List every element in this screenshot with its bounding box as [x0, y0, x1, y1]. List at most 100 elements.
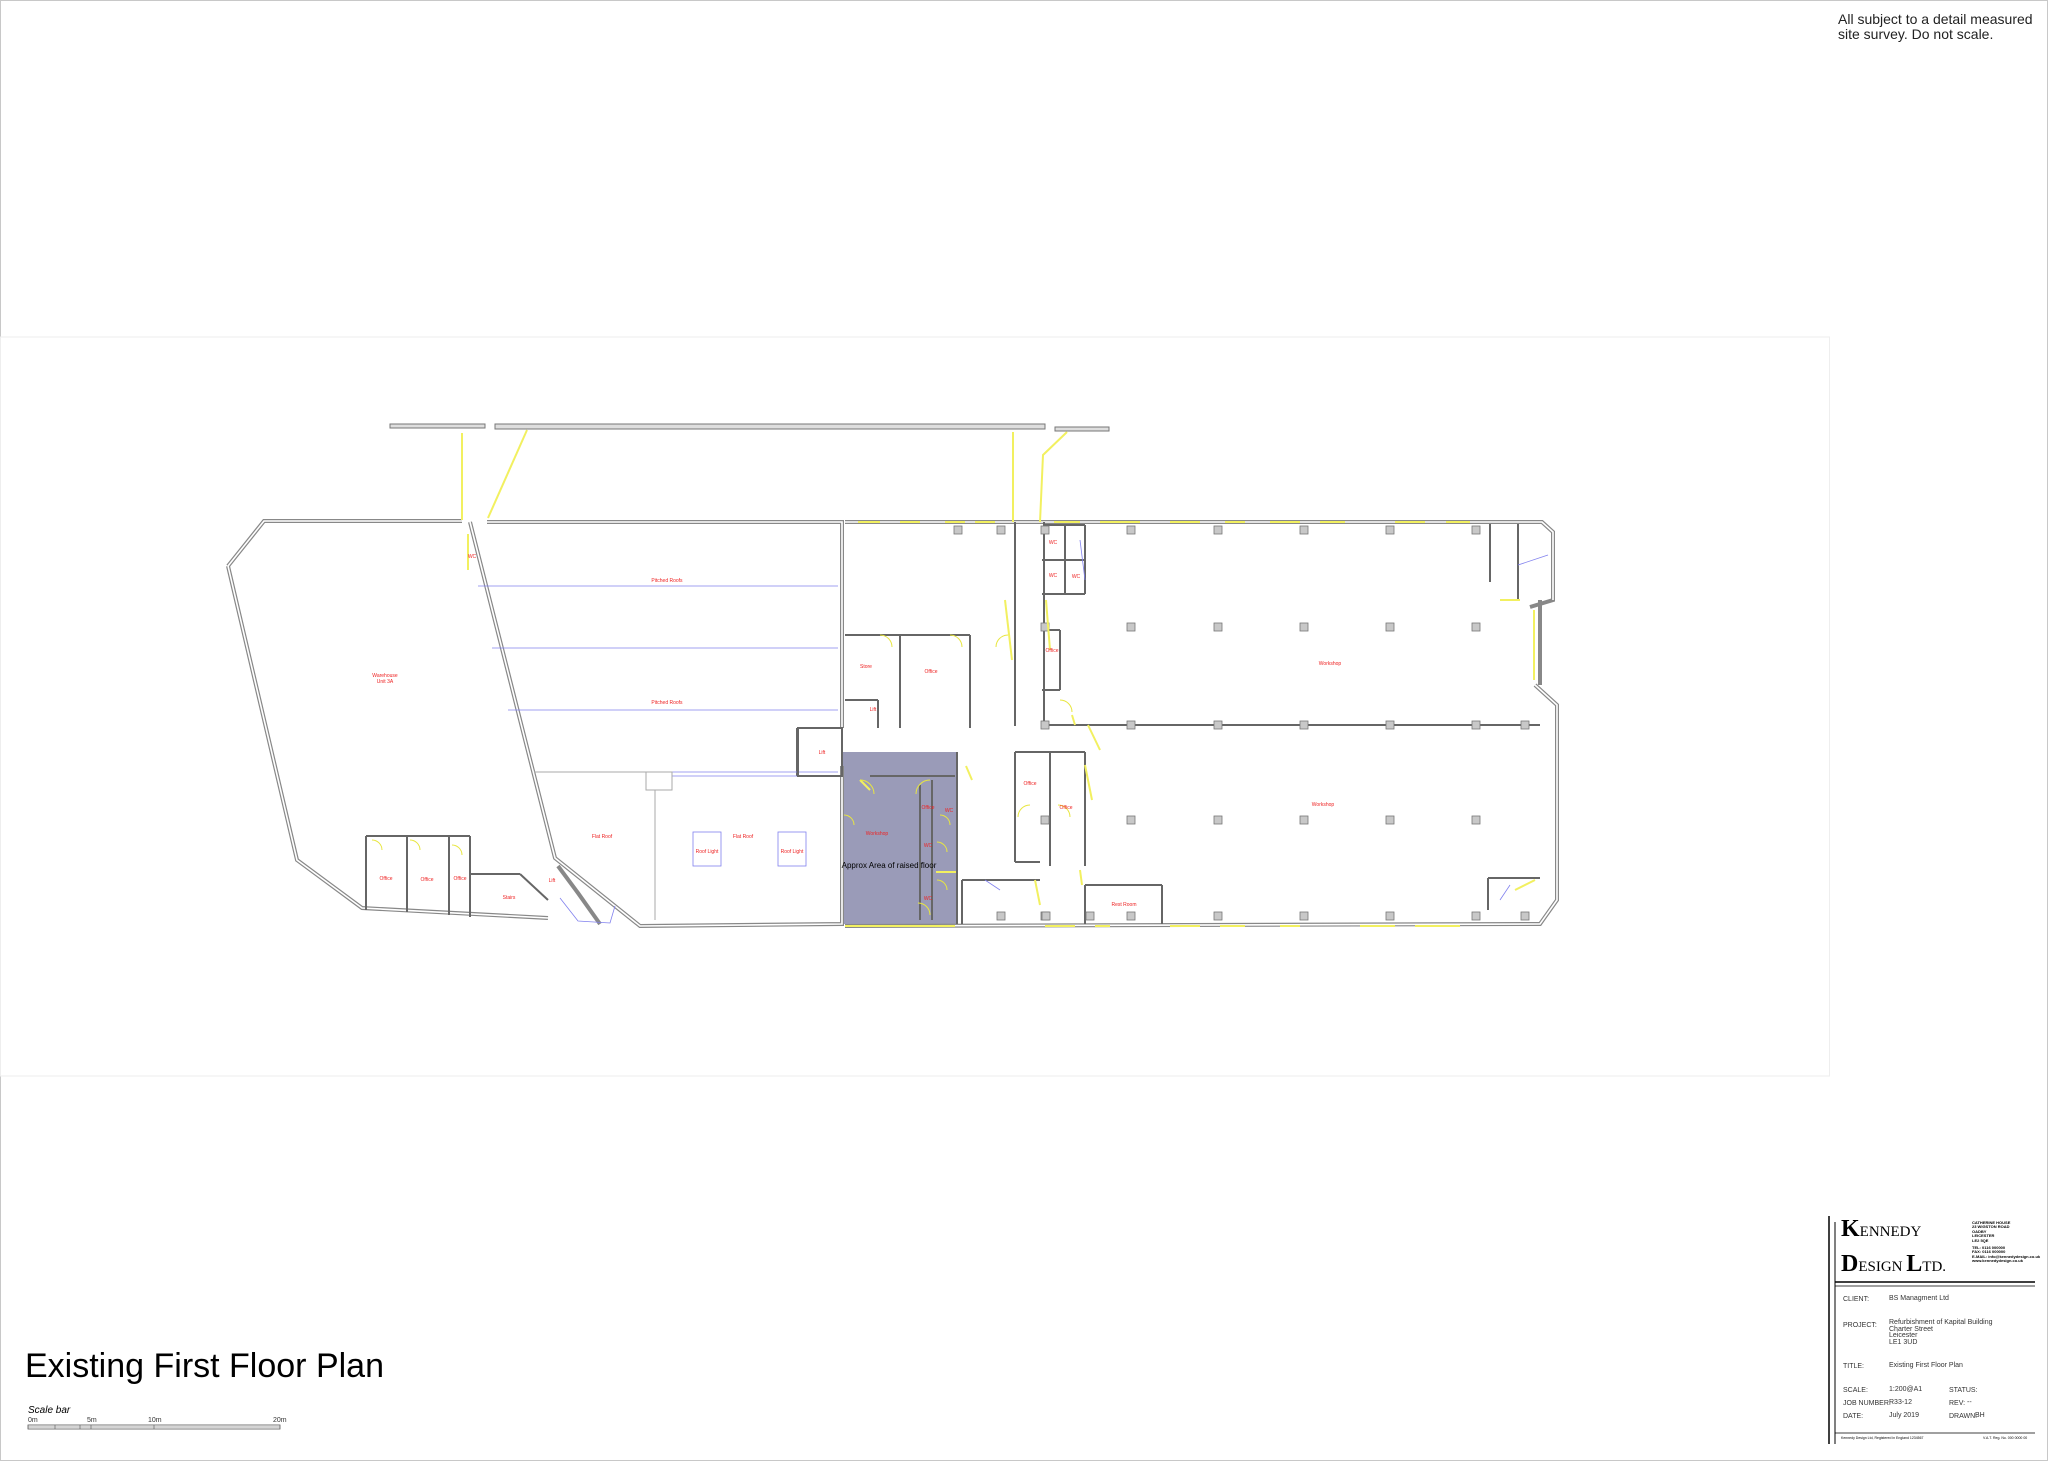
scale-tick-label: 5m	[87, 1417, 97, 1424]
structural-column	[996, 911, 1006, 921]
project-label: PROJECT:	[1843, 1322, 1877, 1329]
drawn-label: DRAWN:	[1949, 1413, 1978, 1420]
job-number-value: R33-12	[1889, 1399, 1912, 1406]
room-label-office: Office	[421, 877, 434, 883]
structural-column	[1213, 525, 1223, 535]
room-label-office: Office	[1046, 648, 1059, 654]
room-label-roof-light: Roof Light	[781, 849, 804, 855]
room-label-office: Office	[1024, 781, 1037, 787]
structural-column	[1040, 720, 1050, 730]
room-label-store: Store	[860, 664, 872, 670]
scale-label: SCALE:	[1843, 1387, 1868, 1394]
scale-value: 1:200@A1	[1889, 1386, 1923, 1393]
scale-tick-label: 10m	[148, 1417, 162, 1424]
date-value: July 2019	[1889, 1412, 1919, 1419]
room-label-wc: WC	[1049, 540, 1058, 546]
door-swings	[371, 634, 1073, 916]
room-label-wc: WC	[1049, 573, 1058, 579]
title-label: TITLE:	[1843, 1363, 1865, 1370]
structural-column	[1520, 911, 1530, 921]
structural-column	[1126, 622, 1136, 632]
room-label-rest-room: Rest Room	[1111, 902, 1136, 908]
room-label-pitched-roofs: Pitched Roofs	[651, 700, 683, 706]
room-label-wc: WC	[1072, 574, 1081, 580]
job-number-label: JOB NUMBER:	[1843, 1400, 1891, 1407]
room-label-lift: Lift	[819, 750, 826, 756]
room-label-office: Office	[1060, 805, 1073, 811]
structural-column	[1385, 622, 1395, 632]
structural-column	[1126, 720, 1136, 730]
structural-column	[953, 525, 963, 535]
room-label-office: Office	[454, 876, 467, 882]
room-label-wc: WC	[468, 554, 477, 560]
room-label-office: Office	[925, 669, 938, 675]
structural-column	[1471, 622, 1481, 632]
structural-column	[1520, 720, 1530, 730]
room-label-stairs: Stairs	[503, 895, 516, 901]
structural-column	[1299, 720, 1309, 730]
structural-column	[1213, 911, 1223, 921]
client-value: BS Managment Ltd	[1889, 1295, 1949, 1302]
vat-note: V.A.T. Reg. No. 000 0000 00	[1983, 1436, 2028, 1440]
company-logo: DESIGN LTD.	[1841, 1251, 1947, 1277]
rev-label: REV:	[1949, 1400, 1966, 1407]
structural-column	[1213, 720, 1223, 730]
structural-column	[1040, 525, 1050, 535]
structural-column	[1126, 815, 1136, 825]
scale-tick-label: 20m	[273, 1417, 287, 1424]
room-label-roof-light: Roof Light	[696, 849, 719, 855]
structural-column	[1385, 525, 1395, 535]
title-block-frame	[1828, 1216, 2035, 1444]
site-survey-note: All subject to a detail measured site su…	[1838, 11, 2033, 42]
room-label-workshop: Workshop	[1312, 802, 1335, 808]
room-label-workshop: Workshop	[1319, 661, 1342, 667]
scale-tick-label: 0m	[28, 1417, 38, 1424]
room-label-lift: Lift	[549, 878, 556, 884]
room-label-office: Office	[380, 876, 393, 882]
structural-column	[1126, 525, 1136, 535]
structural-column	[996, 525, 1006, 535]
room-label-wc: WC	[945, 808, 954, 814]
structural-column	[1471, 911, 1481, 921]
roof-outline	[534, 727, 843, 920]
structural-column	[1041, 911, 1051, 921]
viewport-frame	[0, 336, 1830, 1077]
structural-column	[1471, 720, 1481, 730]
structural-column	[1299, 622, 1309, 632]
structural-column	[1213, 622, 1223, 632]
scale-bar	[27, 1424, 281, 1430]
structural-column	[1213, 815, 1223, 825]
raised-floor-area	[843, 752, 957, 924]
plan-title: Existing First Floor Plan	[25, 1347, 384, 1385]
room-label-workshop: Workshop	[866, 831, 889, 837]
room-label-flat-roof: Flat Roof	[592, 834, 613, 840]
structural-column	[1126, 911, 1136, 921]
structural-column	[1085, 911, 1095, 921]
room-label-pitched-roofs: Pitched Roofs	[651, 578, 683, 584]
structural-column	[1471, 815, 1481, 825]
rev-value: --	[1967, 1399, 1972, 1406]
structural-column	[1385, 720, 1395, 730]
roof-lines	[478, 539, 1549, 924]
company-logo: KENNEDY	[1841, 1216, 1922, 1242]
scale-bar-caption: Scale bar	[28, 1405, 71, 1416]
structural-column	[1040, 815, 1050, 825]
raised-floor-label: Approx Area of raised floor	[842, 861, 937, 870]
status-label: STATUS:	[1949, 1387, 1978, 1394]
structural-column	[1385, 815, 1395, 825]
structural-column	[1471, 525, 1481, 535]
structural-column	[1299, 525, 1309, 535]
structural-column	[1385, 911, 1395, 921]
structural-columns	[953, 525, 1530, 921]
warehouse-walls	[226, 519, 844, 929]
date-label: DATE:	[1843, 1413, 1864, 1420]
title-value: Existing First Floor Plan	[1889, 1362, 1963, 1369]
boundary-wall	[389, 423, 1110, 432]
